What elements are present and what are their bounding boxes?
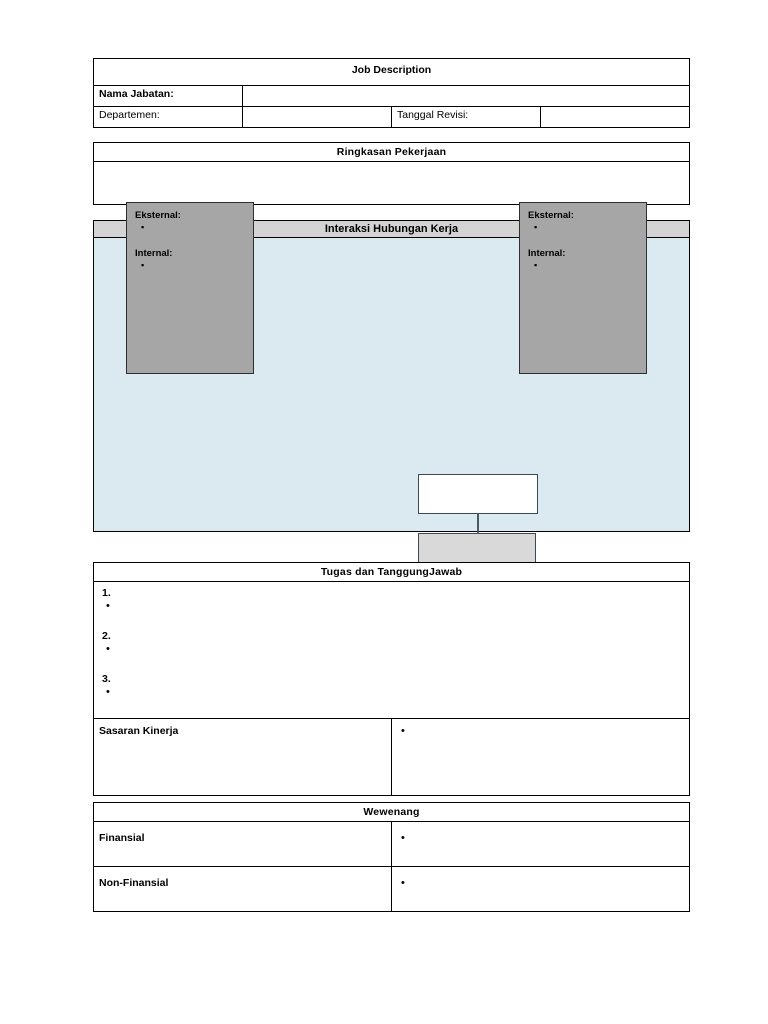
- wewenang-table: Wewenang Finansial • Non-Finansial •: [93, 802, 690, 912]
- tugas-item-bullet-2: •: [106, 643, 110, 655]
- wewenang-non-finansial-value-cell[interactable]: •: [391, 866, 690, 912]
- table-row: Job Description: [93, 58, 690, 86]
- tugas-item-number-2: 2.: [102, 630, 111, 642]
- internal-label-right: Internal:: [528, 248, 566, 259]
- table-row: Non-Finansial •: [93, 866, 690, 912]
- wewenang-band-title: Wewenang: [93, 802, 690, 822]
- eksternal-label-right: Eksternal:: [528, 210, 574, 221]
- ringkasan-band-title: Ringkasan Pekerjaan: [93, 142, 690, 162]
- eksternal-bullet-right: ▪: [534, 222, 538, 232]
- relations-panel-right[interactable]: Eksternal: ▪ Internal: ▪: [519, 202, 647, 374]
- tanggal-revisi-label: Tanggal Revisi:: [391, 106, 541, 128]
- tugas-item-number-3: 3.: [102, 673, 111, 685]
- tanggal-revisi-field[interactable]: [540, 106, 690, 128]
- tugas-item-number-1: 1.: [102, 587, 111, 599]
- table-row: 1. • 2. • 3. •: [93, 581, 690, 719]
- sasaran-kinerja-label: Sasaran Kinerja: [93, 718, 392, 796]
- internal-label-left: Internal:: [135, 248, 173, 259]
- tugas-band-title: Tugas dan TanggungJawab: [93, 562, 690, 582]
- table-row: [93, 161, 690, 205]
- sasaran-kinerja-value-cell[interactable]: •: [391, 718, 690, 796]
- eksternal-bullet-left: ▪: [141, 222, 145, 232]
- tugas-item-bullet-1: •: [106, 600, 110, 612]
- relations-panel-left[interactable]: Eksternal: ▪ Internal: ▪: [126, 202, 254, 374]
- table-row: Ringkasan Pekerjaan: [93, 142, 690, 162]
- tugas-item-bullet-3: •: [106, 686, 110, 698]
- wewenang-finansial-label: Finansial: [93, 821, 392, 867]
- table-row: Nama Jabatan:: [93, 85, 690, 107]
- table-row: Sasaran Kinerja •: [93, 718, 690, 796]
- table-row: Departemen: Tanggal Revisi:: [93, 106, 690, 128]
- org-box-top[interactable]: [418, 474, 538, 514]
- departemen-label: Departemen:: [93, 106, 243, 128]
- tugas-tanggungjawab-table: Tugas dan TanggungJawab 1. • 2. • 3. • S…: [93, 562, 690, 796]
- departemen-field[interactable]: [242, 106, 392, 128]
- table-row: Finansial •: [93, 821, 690, 867]
- table-row: Tugas dan TanggungJawab: [93, 562, 690, 582]
- wewenang-non-finansial-label: Non-Finansial: [93, 866, 392, 912]
- sasaran-kinerja-bullet: •: [401, 725, 405, 737]
- connector-top-to-middle: [477, 513, 479, 534]
- wewenang-non-finansial-bullet: •: [401, 877, 405, 889]
- table-row: Wewenang: [93, 802, 690, 822]
- nama-jabatan-field[interactable]: [242, 85, 690, 107]
- wewenang-finansial-bullet: •: [401, 832, 405, 844]
- wewenang-finansial-value-cell[interactable]: •: [391, 821, 690, 867]
- internal-bullet-left: ▪: [141, 260, 145, 270]
- ringkasan-body-field[interactable]: [93, 161, 690, 205]
- eksternal-label-left: Eksternal:: [135, 210, 181, 221]
- tugas-list-cell[interactable]: 1. • 2. • 3. •: [93, 581, 690, 719]
- ringkasan-pekerjaan-table: Ringkasan Pekerjaan: [93, 142, 690, 205]
- internal-bullet-right: ▪: [534, 260, 538, 270]
- header-table: Job Description Nama Jabatan: Departemen…: [93, 58, 690, 128]
- page-title: Job Description: [93, 58, 690, 86]
- nama-jabatan-label: Nama Jabatan:: [93, 85, 243, 107]
